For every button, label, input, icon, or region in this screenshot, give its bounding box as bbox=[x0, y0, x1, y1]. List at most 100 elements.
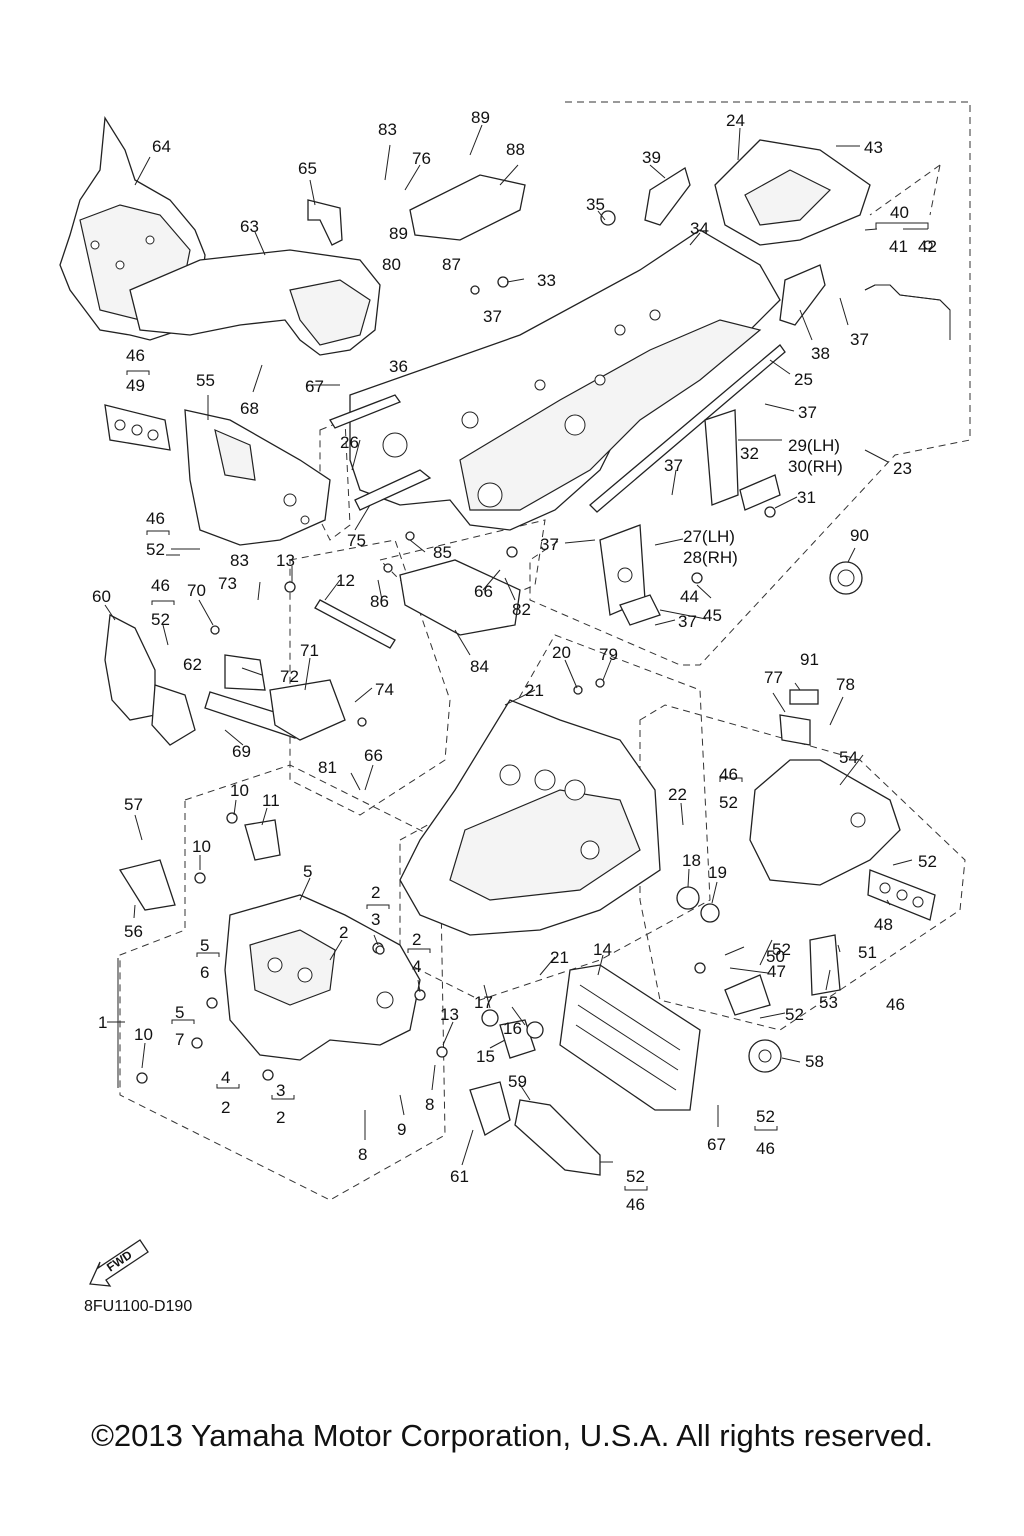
bracket-51 bbox=[809, 934, 841, 996]
callout-c43: 43 bbox=[864, 138, 883, 157]
callout-c52e: 52 bbox=[772, 940, 791, 959]
callout-c5a: 5 bbox=[303, 862, 312, 881]
callout-c54: 54 bbox=[839, 748, 858, 767]
callout-c18: 18 bbox=[682, 851, 701, 870]
callout-c23: 23 bbox=[893, 459, 912, 478]
callout-c1: 1 bbox=[98, 1013, 107, 1032]
copyright-notice: ©2013 Yamaha Motor Corporation, U.S.A. A… bbox=[91, 1418, 933, 1453]
callout-c66b: 66 bbox=[364, 746, 383, 765]
plate-84 bbox=[399, 559, 521, 636]
callout-c37c: 37 bbox=[798, 403, 817, 422]
callout-c20: 20 bbox=[552, 643, 571, 662]
callout-c46f: 46 bbox=[756, 1139, 775, 1158]
callout-c89b: 89 bbox=[389, 224, 408, 243]
forward-arrow-icon: FWD bbox=[89, 1239, 149, 1287]
callout-c53: 53 bbox=[819, 993, 838, 1012]
callout-c76: 76 bbox=[412, 149, 431, 168]
bearing-18 bbox=[676, 886, 700, 910]
heat-exchanger-14 bbox=[559, 964, 701, 1111]
callout-c2e: 2 bbox=[276, 1108, 285, 1127]
bracket-62 bbox=[151, 684, 196, 746]
callout-c69: 69 bbox=[232, 742, 251, 761]
bracket-49 bbox=[104, 404, 171, 451]
callout-c4a: 4 bbox=[412, 957, 421, 976]
callout-c37f: 37 bbox=[678, 612, 697, 631]
bracket-39 bbox=[644, 166, 691, 226]
callout-c47: 47 bbox=[767, 962, 786, 981]
callout-c90: 90 bbox=[850, 526, 869, 545]
callout-c46g: 46 bbox=[626, 1195, 645, 1214]
callout-c46d: 46 bbox=[719, 765, 738, 784]
callout-c44: 44 bbox=[680, 587, 699, 606]
callout-c74: 74 bbox=[375, 680, 394, 699]
callout-c26: 26 bbox=[340, 433, 359, 452]
callout-c14: 14 bbox=[593, 940, 612, 959]
callout-c29: 29(LH) bbox=[788, 436, 840, 455]
callout-c12: 12 bbox=[336, 571, 355, 590]
callout-c39: 39 bbox=[642, 148, 661, 167]
callout-c78: 78 bbox=[836, 675, 855, 694]
callout-c36: 36 bbox=[389, 357, 408, 376]
callout-c37e: 37 bbox=[540, 535, 559, 554]
callout-c79: 79 bbox=[599, 645, 618, 664]
callout-c37d: 37 bbox=[664, 456, 683, 475]
callout-c83a: 83 bbox=[378, 120, 397, 139]
callout-c57: 57 bbox=[124, 795, 143, 814]
callout-c72: 72 bbox=[280, 667, 299, 686]
callout-c89a: 89 bbox=[471, 108, 490, 127]
callout-c30: 30(RH) bbox=[788, 457, 843, 476]
callout-c88: 88 bbox=[506, 140, 525, 159]
callout-c81: 81 bbox=[318, 758, 337, 777]
tube-40 bbox=[864, 284, 951, 340]
callout-c91: 91 bbox=[800, 650, 819, 669]
callout-c8b: 8 bbox=[358, 1145, 367, 1164]
callout-c11: 11 bbox=[262, 791, 280, 810]
callout-c33: 33 bbox=[537, 271, 556, 290]
callout-c38: 38 bbox=[811, 344, 830, 363]
callout-c70: 70 bbox=[187, 581, 206, 600]
callout-c61: 61 bbox=[450, 1167, 469, 1186]
callout-c17: 17 bbox=[474, 993, 493, 1012]
callout-c10b: 10 bbox=[192, 837, 211, 856]
bracket-48 bbox=[867, 869, 936, 921]
callout-c58: 58 bbox=[805, 1052, 824, 1071]
callout-c52h: 52 bbox=[626, 1167, 645, 1186]
callout-c2c: 2 bbox=[412, 930, 421, 949]
callout-c67b: 67 bbox=[707, 1135, 726, 1154]
callout-c86: 86 bbox=[370, 592, 389, 611]
part-shapes bbox=[59, 116, 951, 1176]
callout-c66a: 66 bbox=[474, 582, 493, 601]
callout-c46b: 46 bbox=[146, 509, 165, 528]
drawing-code: 8FU1100-D190 bbox=[84, 1298, 193, 1315]
callout-c21b: 21 bbox=[550, 948, 569, 967]
hose-15 bbox=[499, 1019, 536, 1059]
rail-strip-25 bbox=[589, 344, 786, 513]
callout-c6: 6 bbox=[200, 963, 209, 982]
ring-19 bbox=[700, 903, 720, 923]
callout-c9: 9 bbox=[397, 1120, 406, 1139]
bracket-56 bbox=[118, 859, 176, 911]
callout-c5c: 5 bbox=[175, 1003, 184, 1022]
callout-c46c: 46 bbox=[151, 576, 170, 595]
plate-71 bbox=[269, 679, 346, 741]
hub-58-center bbox=[758, 1049, 772, 1063]
callout-c46e: 46 bbox=[886, 995, 905, 1014]
callout-c3b: 3 bbox=[276, 1081, 285, 1100]
plate-27-28 bbox=[599, 524, 646, 616]
callout-c25: 25 bbox=[794, 370, 813, 389]
callout-c13b: 13 bbox=[440, 1005, 459, 1024]
rail-75 bbox=[354, 469, 432, 511]
callout-c8a: 8 bbox=[425, 1095, 434, 1114]
ring-90-hole bbox=[837, 569, 855, 587]
callout-c16: 16 bbox=[503, 1019, 522, 1038]
callout-c83b: 83 bbox=[230, 551, 249, 570]
callout-c87: 87 bbox=[442, 255, 461, 274]
callout-c34: 34 bbox=[690, 219, 709, 238]
plate-29-30 bbox=[704, 409, 739, 506]
group-brackets bbox=[117, 222, 929, 1191]
callout-c10a: 10 bbox=[230, 781, 249, 800]
callout-c2b: 2 bbox=[371, 883, 380, 902]
bracket-11 bbox=[244, 819, 281, 861]
callout-c59: 59 bbox=[508, 1072, 527, 1091]
